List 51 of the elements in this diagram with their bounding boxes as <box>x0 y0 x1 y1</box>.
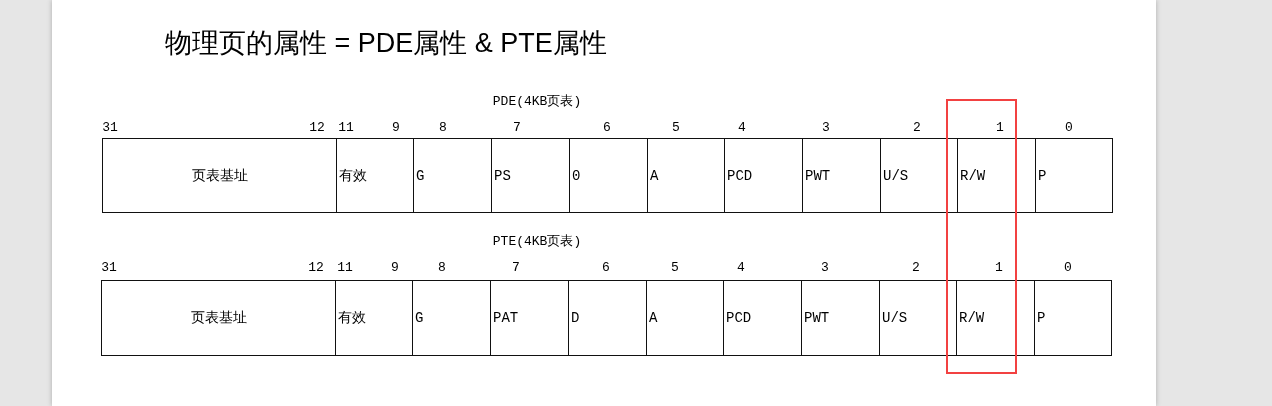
register-field: P <box>1034 280 1112 356</box>
bit-number: 31 <box>102 120 118 136</box>
bit-number: 3 <box>821 260 829 276</box>
bit-number: 0 <box>1064 260 1072 276</box>
register-field: 有效 <box>335 280 413 356</box>
bit-number: 5 <box>672 120 680 136</box>
bit-number: 4 <box>737 260 745 276</box>
table-caption: PTE(4KB页表) <box>492 234 582 250</box>
register-field: G <box>413 138 492 213</box>
register-field: P <box>1035 138 1113 213</box>
register-field: PS <box>491 138 570 213</box>
bit-number: 31 <box>101 260 117 276</box>
bit-number: 7 <box>513 120 521 136</box>
register-field: PCD <box>723 280 802 356</box>
bit-number: 8 <box>438 260 446 276</box>
register-field: U/S <box>879 280 957 356</box>
bit-number: 8 <box>439 120 447 136</box>
register-field: R/W <box>957 138 1036 213</box>
bit-number: 2 <box>913 120 921 136</box>
bit-number: 6 <box>602 260 610 276</box>
table-caption: PDE(4KB页表) <box>492 94 582 110</box>
register-field: PWT <box>801 280 880 356</box>
register-field: PAT <box>490 280 569 356</box>
register-field: PCD <box>724 138 803 213</box>
bit-number: 7 <box>512 260 520 276</box>
register-field: 0 <box>569 138 648 213</box>
register-field: A <box>647 138 725 213</box>
register-field: A <box>646 280 724 356</box>
bit-number: 5 <box>671 260 679 276</box>
register-field: G <box>412 280 491 356</box>
register-field: R/W <box>956 280 1035 356</box>
register-field: 页表基址 <box>102 138 337 213</box>
register-field: 页表基址 <box>101 280 336 356</box>
bit-number: 9 <box>391 260 399 276</box>
register-field: PWT <box>802 138 881 213</box>
bit-number: 11 <box>338 120 354 136</box>
slide-title: 物理页的属性 = PDE属性 & PTE属性 <box>165 27 607 60</box>
bit-number: 0 <box>1065 120 1073 136</box>
register-field: 有效 <box>336 138 414 213</box>
bit-number: 12 <box>309 120 325 136</box>
bit-number: 9 <box>392 120 400 136</box>
bit-number: 4 <box>738 120 746 136</box>
bit-number: 12 <box>308 260 324 276</box>
register-field: D <box>568 280 647 356</box>
bit-number: 3 <box>822 120 830 136</box>
bit-number: 1 <box>996 120 1004 136</box>
bit-number: 2 <box>912 260 920 276</box>
bit-number: 11 <box>337 260 353 276</box>
bit-number: 6 <box>603 120 611 136</box>
register-field: U/S <box>880 138 958 213</box>
bit-number: 1 <box>995 260 1003 276</box>
